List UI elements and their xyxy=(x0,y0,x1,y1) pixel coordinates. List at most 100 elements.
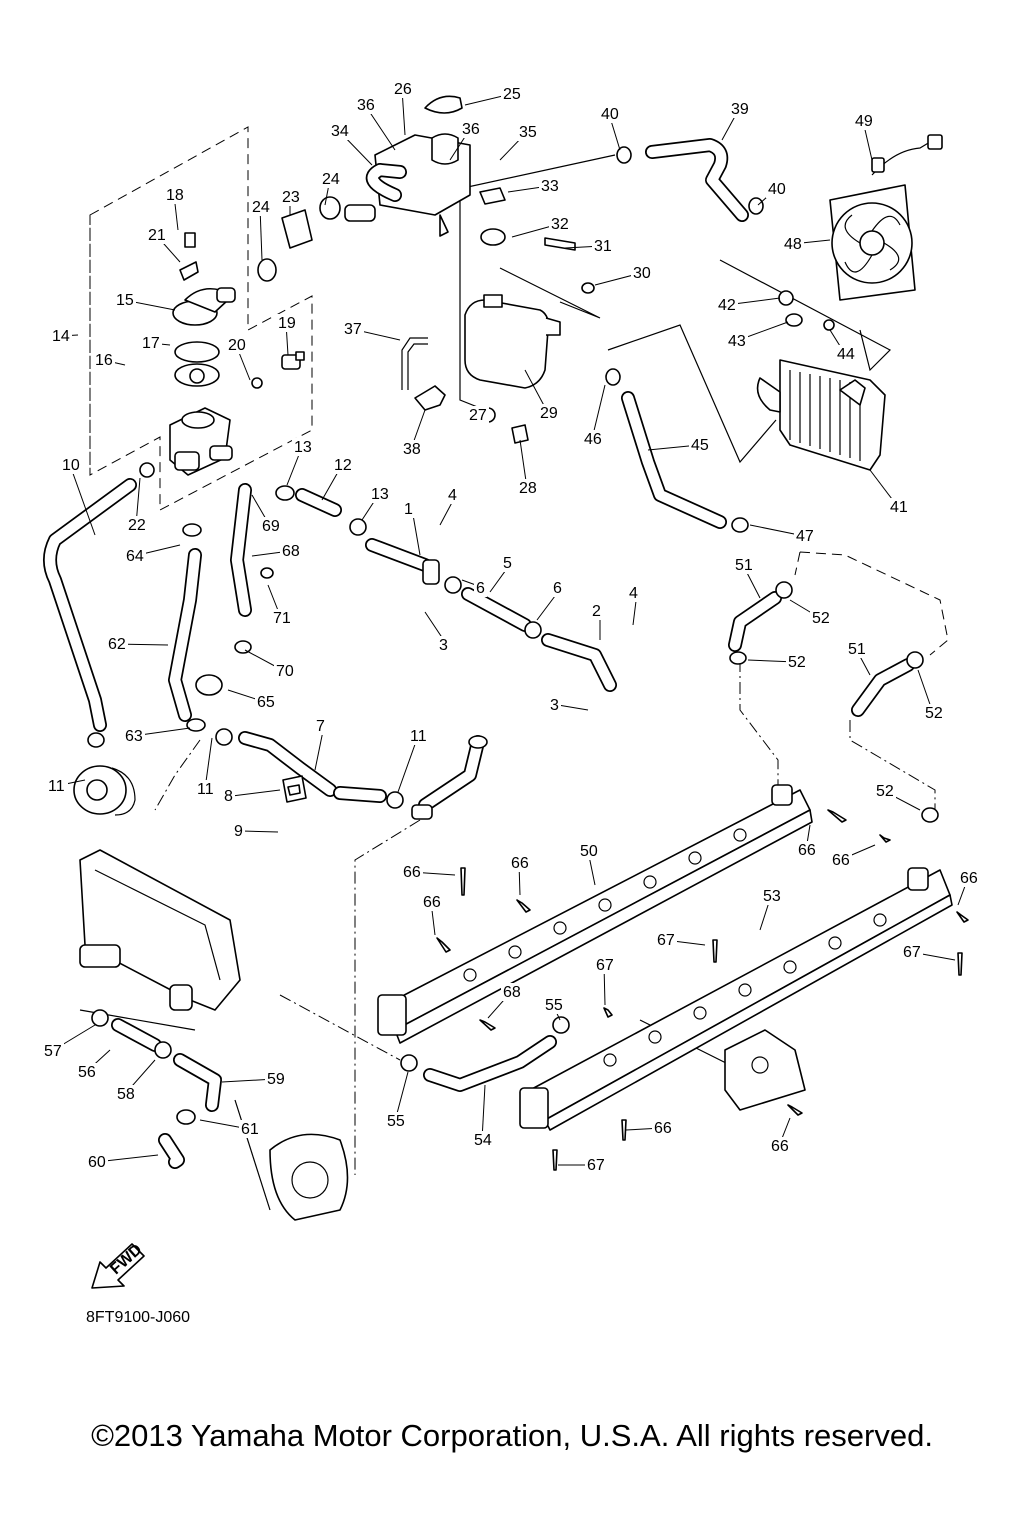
callout-background xyxy=(369,485,391,503)
part-number-23: 23 xyxy=(282,189,300,206)
part-number-68: 68 xyxy=(503,984,521,1001)
part-number-43: 43 xyxy=(728,333,746,350)
part-number-6: 6 xyxy=(476,580,485,597)
engine-cover xyxy=(269,1133,349,1221)
gasket-8 xyxy=(282,775,307,803)
callout-background xyxy=(437,636,450,654)
part-number-11: 11 xyxy=(410,728,427,745)
callout-background xyxy=(590,602,603,620)
hose-clip-38 xyxy=(414,385,446,411)
callout-background xyxy=(472,1131,494,1149)
callout-background xyxy=(114,291,136,309)
breather-hose-37 xyxy=(401,337,428,390)
callout-background xyxy=(76,1063,98,1081)
part-number-33: 33 xyxy=(541,178,559,195)
callout-background xyxy=(146,226,168,244)
thermostat-assembly-boundary xyxy=(89,126,313,511)
part-number-9: 9 xyxy=(234,823,243,840)
callout-background xyxy=(517,123,539,141)
callout-background xyxy=(923,704,945,722)
part-number-66: 66 xyxy=(403,864,421,881)
callout-background xyxy=(501,554,514,572)
part-number-52: 52 xyxy=(925,705,943,722)
radiator-fan xyxy=(829,184,916,301)
callout-background xyxy=(474,579,487,597)
callout-background xyxy=(260,517,282,535)
part-number-11: 11 xyxy=(197,781,214,798)
pipe-11 xyxy=(411,735,488,820)
hose-clamps xyxy=(87,146,939,1125)
callout-background xyxy=(329,122,351,140)
part-number-66: 66 xyxy=(832,852,850,869)
callout-background xyxy=(782,235,804,253)
part-number-14: 14 xyxy=(52,328,70,345)
part-number-42: 42 xyxy=(718,297,736,314)
callout-background xyxy=(517,479,539,497)
part-number-26: 26 xyxy=(394,81,412,98)
callout-background xyxy=(342,320,364,338)
callout-background xyxy=(93,351,115,369)
part-number-52: 52 xyxy=(876,783,894,800)
part-number-39: 39 xyxy=(731,101,749,118)
part-number-54: 54 xyxy=(474,1132,492,1149)
thermostat-housing xyxy=(169,407,233,476)
callout-background xyxy=(592,237,614,255)
callout-background xyxy=(853,112,875,130)
callout-background xyxy=(460,120,482,138)
part-number-11: 11 xyxy=(48,778,65,795)
part-number-19: 19 xyxy=(278,315,296,332)
callout-background xyxy=(408,727,430,745)
rail-bracket xyxy=(724,1029,806,1111)
diagram-code: 8FT9100-J060 xyxy=(86,1309,191,1326)
callout-background xyxy=(401,440,423,458)
callout-background xyxy=(539,177,561,195)
callout-background xyxy=(265,1070,287,1088)
pipe-59 xyxy=(173,1053,222,1112)
part-number-51: 51 xyxy=(848,641,866,658)
callout-background xyxy=(239,1120,261,1138)
hose-54 xyxy=(423,1035,557,1092)
pipe-2 xyxy=(541,633,617,692)
callout-background xyxy=(548,696,561,714)
callout-background xyxy=(810,609,832,627)
rivets xyxy=(436,809,969,1171)
pipe-12 xyxy=(295,488,342,517)
part-number-27: 27 xyxy=(469,407,487,424)
callout-background xyxy=(314,717,327,735)
part-number-20: 20 xyxy=(228,337,246,354)
radiator xyxy=(756,359,886,471)
callout-background xyxy=(549,215,571,233)
part-number-30: 30 xyxy=(633,265,651,282)
part-number-56: 56 xyxy=(78,1064,96,1081)
callout-background xyxy=(401,863,423,881)
part-number-2: 2 xyxy=(592,603,601,620)
callout-background xyxy=(501,85,523,103)
callout-background xyxy=(830,851,852,869)
part-number-62: 62 xyxy=(108,636,126,653)
callout-background xyxy=(594,956,616,974)
callout-background xyxy=(42,1042,64,1060)
callout-background xyxy=(392,80,414,98)
part-number-34: 34 xyxy=(331,123,349,140)
part-number-28: 28 xyxy=(519,480,537,497)
cooling-rail-53 xyxy=(519,867,953,1131)
callout-leader-54 xyxy=(481,1084,486,1141)
part-number-64: 64 xyxy=(126,548,144,565)
callout-background xyxy=(50,327,72,345)
callout-leader-8 xyxy=(231,789,281,797)
thermostat-cover xyxy=(172,287,236,326)
part-number-36: 36 xyxy=(462,121,480,138)
part-number-67: 67 xyxy=(657,932,675,949)
callout-background xyxy=(652,1119,674,1137)
radiator-cap xyxy=(424,95,463,114)
part-number-24: 24 xyxy=(252,199,270,216)
joint-pipe-1 xyxy=(365,538,440,585)
part-number-55: 55 xyxy=(545,997,563,1014)
callout-background xyxy=(551,579,564,597)
part-number-55: 55 xyxy=(387,1113,405,1130)
part-number-63: 63 xyxy=(125,728,143,745)
callout-background xyxy=(627,584,640,602)
callout-background xyxy=(292,438,314,456)
part-number-31: 31 xyxy=(594,238,612,255)
hose-39 xyxy=(645,138,749,222)
